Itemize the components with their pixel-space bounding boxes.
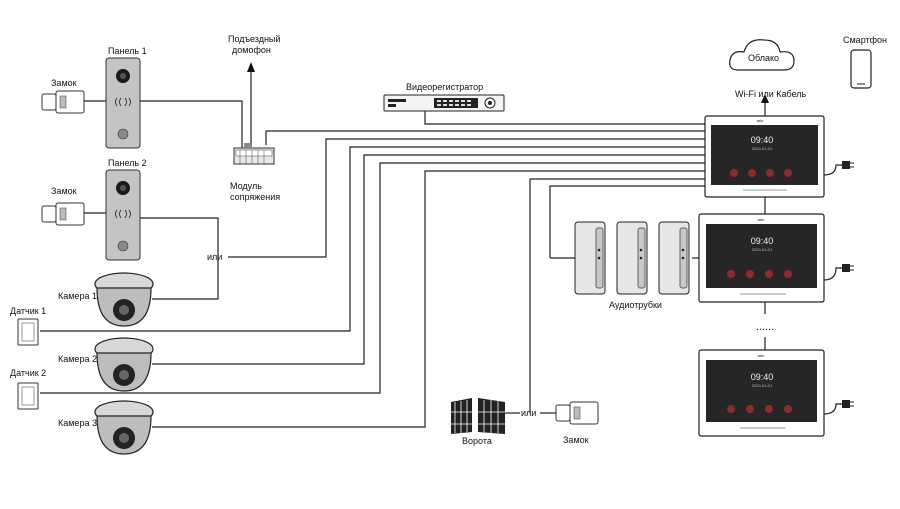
arrow-up-icon	[761, 94, 769, 103]
arrow-up-icon	[247, 62, 255, 72]
monitor1-date: 2020-01-01	[752, 146, 773, 151]
sensor1-icon	[17, 318, 39, 346]
camera3-label: Камера 3	[58, 418, 97, 428]
monitor3-device: arlo 09:40 2020-01-01	[698, 349, 825, 437]
interface-module-device	[233, 143, 275, 165]
camera3-icon	[94, 400, 154, 455]
module-label-line1: Модуль	[230, 181, 262, 191]
wire-camera3	[152, 170, 705, 428]
camera1-icon	[94, 272, 154, 327]
wire-sensor1	[40, 146, 705, 332]
handset3-icon	[658, 221, 690, 295]
recorder-label: Видеорегистратор	[406, 82, 483, 92]
wire-panel2-camera1	[140, 217, 219, 300]
monitor2-device: arlo 09:40 2020-01-01	[698, 213, 825, 303]
lock-top-label: Замок	[51, 78, 77, 88]
lock-gate-icon	[555, 401, 599, 425]
panel2-label: Панель 2	[108, 158, 147, 168]
monitor3-time: 09:40	[751, 372, 774, 382]
handset2-icon	[616, 221, 648, 295]
wire-recorder-monitor	[424, 110, 705, 125]
sensor2-label: Датчик 2	[10, 368, 46, 378]
wire-gate	[529, 178, 705, 413]
panel1-device	[105, 57, 141, 149]
lock-mid-label: Замок	[51, 186, 77, 196]
wire-sensor2	[40, 162, 705, 394]
smartphone-label: Смартфон	[843, 35, 887, 45]
recorder-device	[383, 94, 505, 112]
continuation-dots: ......	[756, 321, 774, 333]
monitor1-brand: arlo	[757, 118, 764, 123]
panel2-device	[105, 169, 141, 261]
power-plug-icon	[823, 161, 854, 176]
wire-module-monitor	[265, 130, 705, 145]
power-plug-icon	[823, 400, 854, 415]
monitor2-brand: arlo	[758, 217, 765, 222]
power-plug-icon	[823, 264, 854, 281]
entrance-label-line1: Подъездный	[228, 34, 280, 44]
handset1-icon	[574, 221, 606, 295]
handsets-label: Аудиотрубки	[609, 300, 662, 310]
or-label-left: или	[207, 252, 222, 262]
sensor2-icon	[17, 382, 39, 410]
sensor1-label: Датчик 1	[10, 306, 46, 316]
lock-mid-icon	[41, 202, 85, 226]
entrance-label-line2: домофон	[232, 45, 271, 55]
wire-handsets-a	[549, 185, 705, 258]
monitor3-date: 2020-01-01	[752, 383, 773, 388]
monitor2-time: 09:40	[751, 236, 774, 246]
wire-panel1-module	[140, 100, 243, 148]
wires	[40, 62, 769, 428]
wire-camera2	[152, 154, 705, 365]
camera1-label: Камера 1	[58, 291, 97, 301]
monitor3-brand: arlo	[758, 353, 765, 358]
module-label-line2: сопряжения	[230, 192, 280, 202]
cloud-label: Облако	[748, 53, 779, 63]
lock-gate-label: Замок	[563, 435, 589, 445]
wifi-label: Wi-Fi или Кабель	[735, 89, 807, 99]
camera2-label: Камера 2	[58, 354, 97, 364]
monitor1-device: arlo 09:40 2020-01-01	[704, 115, 825, 198]
panel1-label: Панель 1	[108, 46, 147, 56]
gate-label: Ворота	[462, 436, 492, 446]
cloud-icon	[729, 39, 795, 71]
or-label-gate: или	[521, 408, 536, 418]
wire-or-monitor	[228, 138, 705, 258]
monitor2-date: 2020-01-01	[752, 247, 773, 252]
gate-icon	[451, 398, 505, 434]
smartphone-icon	[850, 49, 872, 89]
lock-top-icon	[41, 90, 85, 114]
monitor1-time: 09:40	[751, 135, 774, 145]
camera2-icon	[94, 337, 154, 392]
